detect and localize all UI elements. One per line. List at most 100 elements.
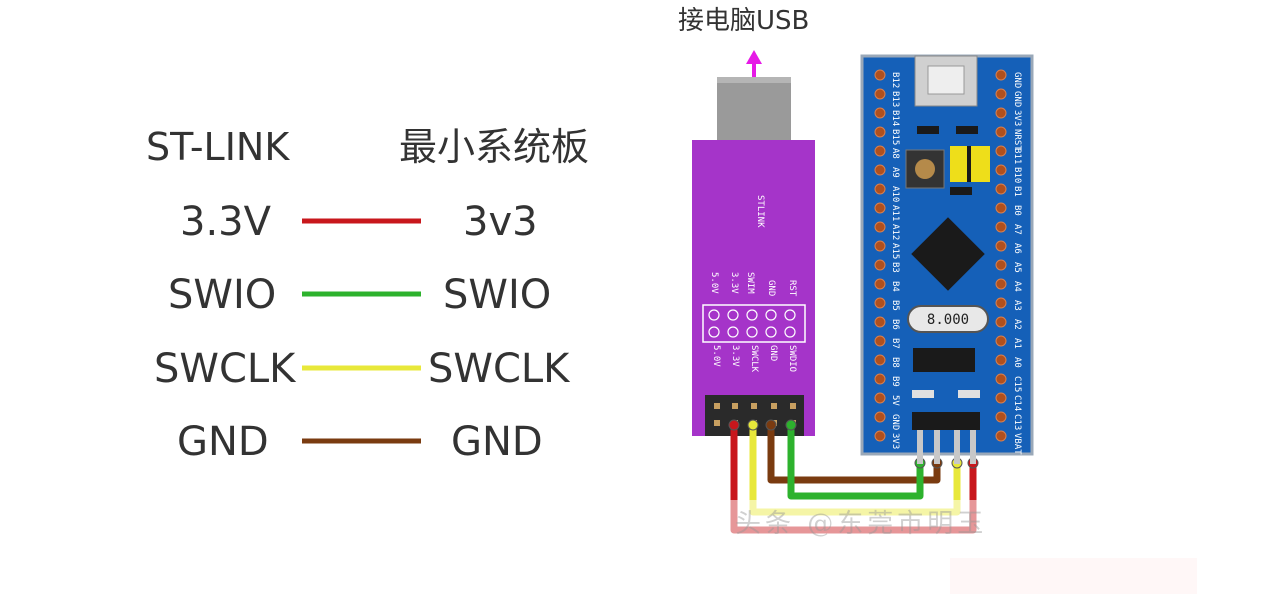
right-pin-column: GNDGND3V3NRSTB11B10B1B0A7A6A5A4A3A2A1A0C… [995, 69, 1022, 455]
board-pin-hole [874, 183, 886, 195]
crystal [907, 305, 989, 333]
board-pin-hole [995, 316, 1007, 328]
stlink-pin-box [702, 304, 806, 343]
board-pin-hole [995, 411, 1007, 423]
stlink-body [692, 140, 815, 436]
board-pin-hole [995, 202, 1007, 214]
board-pin-hole [874, 278, 886, 290]
board-pin-label: A3 [1012, 300, 1022, 311]
board-pin-label: B11 [1012, 148, 1022, 164]
board-pin-hole [995, 259, 1007, 271]
board-pin-label: C13 [1012, 414, 1022, 430]
board-pin-label: GND [1012, 91, 1022, 107]
stlink-header-right-labels: SWDIO GND SWCLK 3.3V 5.0V [711, 345, 797, 373]
board-pin-label: A5 [1012, 262, 1022, 273]
swd-header [912, 412, 980, 430]
board-header: 最小系统板 [399, 125, 590, 169]
board-pin-label: B1 [1012, 186, 1022, 197]
svg-text:3.3V: 3.3V [730, 345, 740, 367]
board-pin-label: A4 [1012, 281, 1022, 292]
board-pin-label: B0 [1012, 205, 1022, 216]
board-pin-label: B13 [890, 91, 900, 107]
board-pin-hole [874, 221, 886, 233]
board-pin-hole [874, 69, 886, 81]
board-pin-hole [995, 240, 1007, 252]
watermark: 头条 @东莞市明玉 [735, 509, 988, 539]
board-pin-hole [995, 392, 1007, 404]
smd-part [956, 126, 978, 134]
board-pin-hole [995, 335, 1007, 347]
board-pin-hole [874, 145, 886, 157]
right-label-gnd: GND [451, 419, 543, 465]
board-pin-hole [874, 126, 886, 138]
board-pin-label: A9 [890, 167, 900, 178]
left-pin-column: B12B13B14B15A8A9A10A11A12A15B3B4B5B6B7B8… [874, 69, 900, 449]
board-pin-label: C15 [1012, 376, 1022, 392]
board-pin-hole [874, 107, 886, 119]
board-pin-hole [995, 221, 1007, 233]
board-pin-label: A11 [890, 205, 900, 221]
board-pin-label: B8 [890, 357, 900, 368]
board-pin-hole [874, 297, 886, 309]
board-pin-label: GND [1012, 72, 1022, 88]
board-pin-label: C14 [1012, 395, 1022, 411]
svg-text:5.0V: 5.0V [709, 272, 719, 294]
svg-text:SWDIO: SWDIO [787, 345, 797, 372]
board-pin-hole [874, 259, 886, 271]
board-pin-label: A10 [890, 186, 900, 202]
board-pin-hole [874, 430, 886, 442]
svg-text:GND: GND [766, 280, 776, 296]
board-pin-hole [874, 316, 886, 328]
board-pin-label: VBAT [1012, 433, 1022, 455]
usb-label: 接电脑USB [678, 6, 810, 36]
board-pin-hole [874, 202, 886, 214]
svg-text:RST: RST [787, 280, 797, 297]
stm32-board: B12B13B14B15A8A9A10A11A12A15B3B4B5B6B7B8… [860, 54, 1034, 456]
stlink-dongle: STLINK RST GND SWIM 3.3V 5.0V SWDIO GND … [692, 77, 815, 436]
svg-text:3.3V: 3.3V [729, 272, 739, 294]
board-pin-hole [995, 107, 1007, 119]
board-pin-label: A1 [1012, 338, 1022, 349]
board-pin-label: B15 [890, 129, 900, 145]
board-pin-hole [995, 354, 1007, 366]
svg-text:GND: GND [768, 345, 778, 361]
stlink-header-left-labels: RST GND SWIM 3.3V 5.0V [709, 272, 797, 297]
stlink-header: ST-LINK [146, 125, 290, 169]
right-label-3v3: 3v3 [463, 199, 538, 245]
board-pin-hole [995, 145, 1007, 157]
board-pin-hole [995, 88, 1007, 100]
board-pin-label: A15 [890, 243, 900, 259]
right-label-swio: SWIO [443, 272, 552, 318]
board-pin-label: B6 [890, 319, 900, 330]
board-pin-label: B14 [890, 110, 900, 126]
board-pin-hole [874, 354, 886, 366]
left-label-3v3: 3.3V [180, 199, 271, 245]
board-pin-hole [995, 126, 1007, 138]
board-pin-hole [995, 278, 1007, 290]
board-pin-hole [874, 392, 886, 404]
wire-swio [787, 421, 924, 500]
board-pin-label: GND [890, 414, 900, 430]
board-pin-hole [874, 88, 886, 100]
board-pin-label: B5 [890, 300, 900, 311]
right-label-swclk: SWCLK [428, 346, 570, 392]
board-pin-label: A12 [890, 224, 900, 240]
board-pin-label: 3V3 [1012, 110, 1022, 126]
board-pin-hole [874, 335, 886, 347]
regulator [913, 348, 975, 372]
board-pin-label: NRST [1012, 129, 1022, 151]
board-pin-label: A2 [1012, 319, 1022, 330]
watermark-band [702, 500, 1197, 536]
board-pin-label: B9 [890, 376, 900, 387]
board-pin-label: A7 [1012, 224, 1022, 235]
svg-text:SWIM: SWIM [745, 272, 755, 294]
board-pin-hole [874, 373, 886, 385]
stlink-pin-circles [708, 309, 796, 338]
board-pin-label: 3V3 [890, 433, 900, 449]
board-header-pins [917, 430, 976, 464]
board-pin-label: A0 [1012, 357, 1022, 368]
smd-part [917, 126, 939, 134]
board-pin-label: B12 [890, 72, 900, 88]
crystal-label: 8.000 [927, 312, 969, 328]
board-pin-hole [995, 373, 1007, 385]
